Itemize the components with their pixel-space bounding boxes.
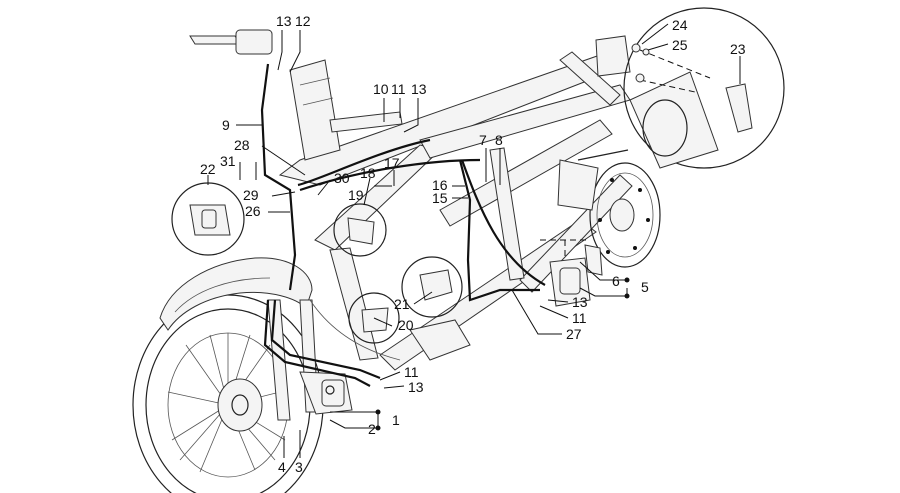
front-brake-caliper [299,371,353,415]
front-fender [159,257,313,331]
callout-1: 1 [392,412,400,428]
callout-19: 20 [398,317,414,333]
callout-11-top: 11 [391,81,406,97]
callout-5: 5 [641,279,649,295]
detail-circle-20 [401,256,463,318]
callout-12: 12 [295,13,311,29]
callout-17: 18 [360,165,376,181]
callout-10: 10 [373,81,389,97]
callout-2: 2 [368,421,376,437]
callout-28: 29 [243,187,259,203]
callout-26: 27 [566,326,582,342]
callout-7: 7 [479,132,487,148]
detail-circle-21 [171,182,245,256]
callout-18: 19 [348,187,364,203]
detail-circle-19 [348,292,400,344]
callout-3: 3 [295,459,303,475]
brake-hoses [260,63,546,387]
callout-24: 25 [672,37,688,53]
callout-13-top: 13 [276,13,292,29]
callout-11-right: 11 [572,310,587,326]
callout-8: 8 [495,132,503,148]
callout-22: 23 [730,41,746,57]
callout-16: 17 [384,155,400,171]
detail-circle-22 [577,7,785,169]
leader-lines [207,23,741,458]
callout-29: 30 [334,170,350,186]
callout-labels: 13 12 9 10 11 13 7 8 28 31 22 17 18 30 1… [200,13,746,475]
callout-14: 15 [432,190,448,206]
callout-27: 28 [234,137,250,153]
callout-13-right: 13 [572,294,588,310]
callout-30: 31 [220,153,236,169]
callout-21: 22 [200,161,216,177]
callout-23: 24 [672,17,688,33]
callout-13-bottom: 13 [408,379,424,395]
rear-brake-disc [589,162,661,268]
callout-4: 4 [278,459,286,475]
callout-15: 16 [432,177,448,193]
callout-6: 6 [612,273,620,289]
callout-9: 9 [222,117,230,133]
callout-13-mid: 13 [411,81,427,97]
rear-brake-caliper [540,239,603,307]
callout-25: 26 [245,203,261,219]
rear-engine-bracket [557,35,631,211]
detail-circle-18 [333,203,387,257]
front-wheel [132,294,324,493]
callout-11-bottom: 11 [404,364,419,380]
callout-20: 21 [394,296,410,312]
